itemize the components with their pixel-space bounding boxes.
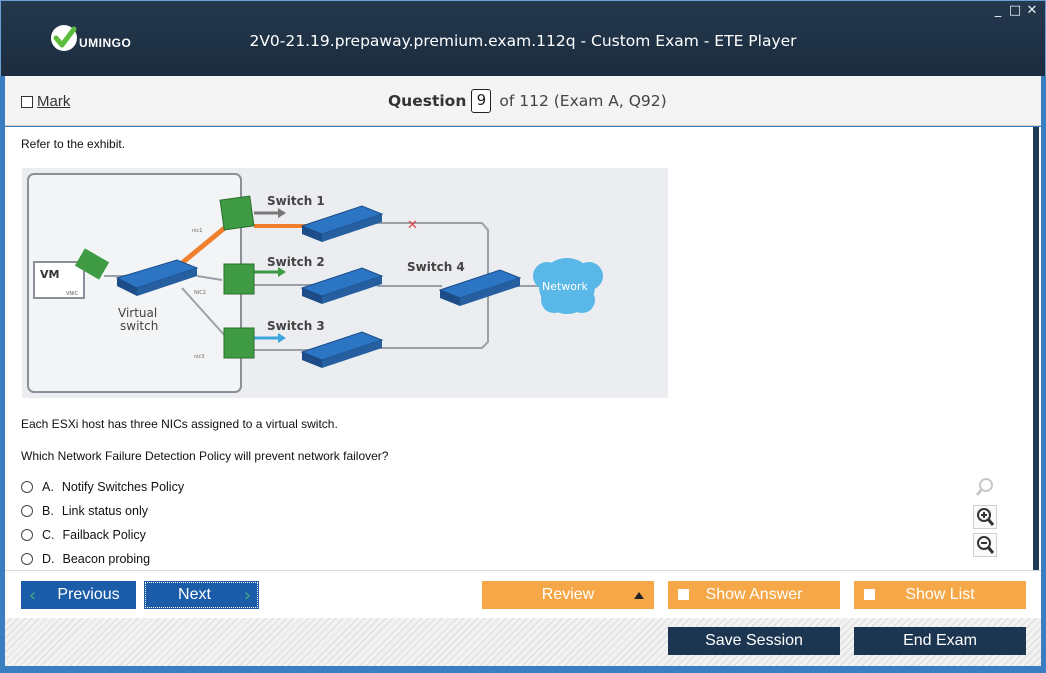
virtual-switch-front [137, 268, 197, 296]
switch1-icon [300, 205, 384, 242]
switch3-icon [300, 331, 384, 368]
option-text: Link status only [61, 504, 148, 518]
switch4-label: Switch 4 [407, 260, 465, 274]
show-answer-button[interactable]: Show Answer [668, 581, 840, 609]
next-label: Next [178, 586, 211, 603]
radio-icon[interactable] [21, 505, 33, 517]
option-c[interactable]: C. Failback Policy [21, 528, 146, 542]
nic3-card-icon [223, 327, 255, 359]
window-bottom-border [0, 666, 1046, 673]
question-counter: Question 9 of 112 (Exam A, Q92) [388, 89, 667, 113]
vnic-card-icon [74, 248, 110, 280]
switch4-icon [438, 269, 522, 306]
mark-checkbox[interactable]: Mark [21, 93, 70, 110]
refer-text: Refer to the exhibit. [21, 137, 126, 151]
next-button[interactable]: Next › [144, 581, 259, 609]
review-button[interactable]: Review [482, 581, 654, 609]
question-word: Question [388, 92, 467, 110]
question-content: Refer to the exhibit. ✕ VM VNIC [5, 127, 1041, 570]
link-switch1-switch4 [377, 222, 489, 276]
option-b[interactable]: B. Link status only [21, 504, 148, 518]
question-text-1: Each ESXi host has three NICs assigned t… [21, 417, 338, 431]
nic1-label: nic1 [192, 228, 203, 234]
checkmark-logo-icon [51, 25, 77, 51]
minimize-icon[interactable]: _ [994, 3, 1002, 18]
navigation-bar: ‹ Previous Next › Review Show Answer Sho… [5, 570, 1041, 618]
link-vswitch-nic2 [196, 275, 223, 281]
scrollbar[interactable] [1033, 127, 1039, 570]
switch2-icon [300, 267, 384, 304]
option-letter: B. [42, 504, 54, 518]
network-cloud-icon [533, 258, 603, 314]
option-d[interactable]: D. Beacon probing [21, 552, 150, 566]
vnic-label: VNIC [66, 291, 79, 297]
mark-label[interactable]: Mark [37, 93, 71, 110]
link-vswitch-nic1 [180, 224, 229, 265]
show-list-label: Show List [905, 586, 975, 603]
exhibit-diagram: ✕ VM VNIC Virtual switch nic1 NIC2 nic3 … [22, 168, 668, 398]
review-label: Review [541, 586, 595, 603]
switch3-label: Switch 3 [267, 319, 325, 333]
question-header: Mark Question 9 of 112 (Exam A, Q92) [5, 76, 1041, 126]
chevron-left-icon: ‹ [29, 584, 37, 606]
virtual-switch-side [117, 278, 137, 296]
question-of-text: of 112 (Exam A, Q92) [499, 92, 667, 110]
vumingo-logo: UMINGO [49, 23, 131, 53]
checkbox-icon[interactable] [21, 95, 33, 108]
window-title: 2V0-21.19.prepaway.premium.exam.112q - C… [249, 32, 797, 50]
checkbox-icon [678, 589, 689, 600]
option-a[interactable]: A. Notify Switches Policy [21, 480, 184, 494]
arrowhead-3 [278, 333, 286, 343]
link-failure-icon: ✕ [407, 218, 418, 233]
close-icon[interactable]: ✕ [1026, 3, 1038, 18]
previous-button[interactable]: ‹ Previous [21, 581, 136, 609]
option-letter: C. [42, 528, 55, 542]
question-number-input[interactable]: 9 [471, 89, 492, 113]
option-text: Failback Policy [62, 528, 146, 542]
nic2-label: NIC2 [194, 290, 206, 296]
zoom-reset-icon[interactable] [973, 475, 997, 499]
show-list-button[interactable]: Show List [854, 581, 1026, 609]
zoom-out-icon[interactable] [973, 533, 997, 557]
link-vswitch-nic3 [181, 287, 228, 339]
radio-icon[interactable] [21, 481, 33, 493]
virtual-switch-label-2: switch [120, 319, 158, 333]
show-answer-label: Show Answer [705, 586, 803, 603]
arrowhead-2 [278, 267, 286, 277]
title-bar: UMINGO 2V0-21.19.prepaway.premium.exam.1… [0, 0, 1046, 76]
save-session-button[interactable]: Save Session [668, 627, 840, 655]
zoom-in-icon[interactable] [973, 505, 997, 529]
option-letter: D. [42, 552, 55, 566]
nic2-card-icon [223, 263, 255, 295]
previous-label: Previous [57, 586, 120, 603]
radio-icon[interactable] [21, 529, 33, 541]
option-text: Beacon probing [62, 552, 151, 566]
option-text: Notify Switches Policy [61, 480, 185, 494]
question-text-2: Which Network Failure Detection Policy w… [21, 449, 389, 463]
switch1-label: Switch 1 [267, 194, 325, 208]
network-label: Network [542, 280, 589, 293]
vm-label: VM [40, 268, 59, 281]
link-switch3-switch4 [377, 296, 489, 349]
maximize-icon[interactable]: □ [1008, 3, 1022, 18]
vm-box [33, 261, 85, 299]
radio-icon[interactable] [21, 553, 33, 565]
logo-text: UMINGO [79, 36, 132, 50]
nic3-label: nic3 [194, 354, 205, 360]
arrowhead-1 [278, 208, 286, 218]
virtual-switch-label-1: Virtual [118, 306, 157, 320]
checkbox-icon [864, 589, 875, 600]
caret-up-icon[interactable] [634, 592, 644, 599]
option-letter: A. [42, 480, 54, 494]
chevron-right-icon: › [243, 584, 251, 606]
end-exam-button[interactable]: End Exam [854, 627, 1026, 655]
window-controls: _ □ ✕ [991, 3, 1039, 19]
footer-bar: Save Session End Exam [5, 618, 1041, 666]
nic1-card-icon [219, 195, 255, 231]
switch2-label: Switch 2 [267, 255, 325, 269]
